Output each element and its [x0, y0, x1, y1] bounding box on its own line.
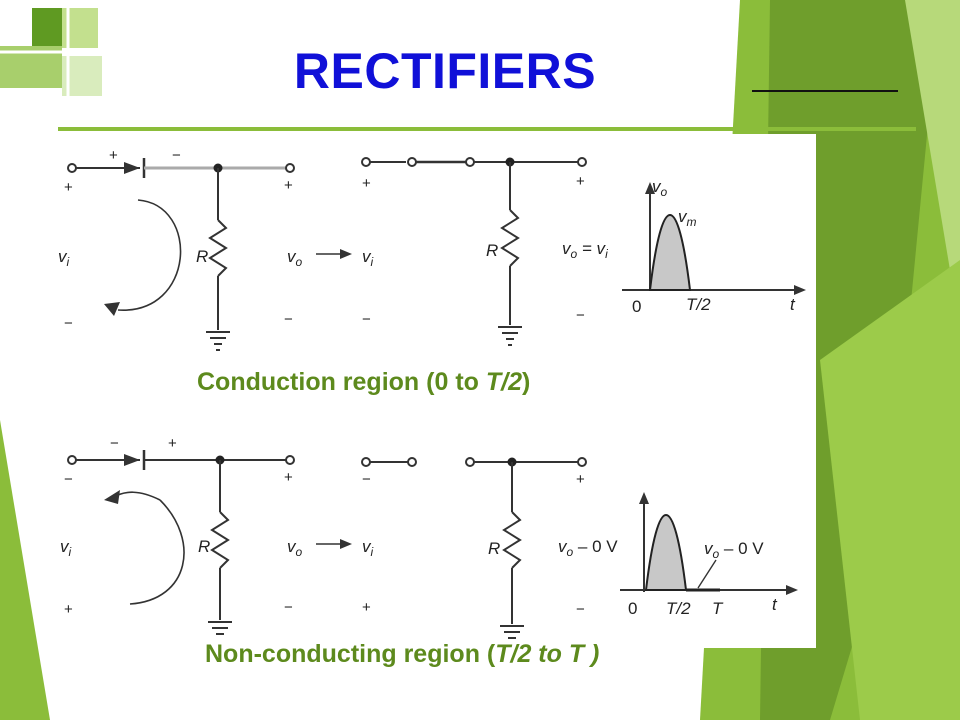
- current-loop-arrow: [117, 199, 182, 311]
- current-loop-arrow-off: [129, 499, 185, 605]
- off-output-plus: +: [284, 469, 293, 486]
- resistor-off: [210, 511, 230, 569]
- off-output-minus: −: [284, 599, 293, 616]
- graph-y-label: vo: [652, 177, 668, 199]
- graph-origin: 0: [632, 297, 641, 316]
- vo-equals-vi: vo = vi: [562, 239, 608, 261]
- eq-input-minus: −: [362, 311, 371, 328]
- diode-sign-left: +: [109, 147, 118, 164]
- slide-title: RECTIFIERS: [293, 43, 597, 99]
- eq-vi-label: vi: [362, 247, 374, 269]
- off-eq-resistor-label: R: [488, 539, 500, 558]
- conduction-labels: + − + − vi R + vo − + vi − R + vo = vi −…: [58, 147, 796, 332]
- eq-input-plus: +: [362, 175, 371, 192]
- eq-output-minus: −: [576, 307, 585, 324]
- off-eq-output-minus: −: [576, 601, 585, 618]
- logo-square-dark: [32, 8, 62, 46]
- input-minus: −: [64, 315, 73, 332]
- half-sine-pulse: [648, 214, 692, 291]
- conduction-caption: Conduction region (0 to T/2): [197, 368, 531, 396]
- output-plus: +: [284, 177, 293, 194]
- diode-sign-right: −: [172, 147, 181, 164]
- nonconducting-diagram: [67, 450, 798, 639]
- off-eq-input-plus: +: [362, 599, 371, 616]
- ground-symbol: [206, 331, 230, 351]
- off-vi-label: vi: [60, 537, 72, 559]
- off-input-plus: +: [64, 601, 73, 618]
- output-terminal-top: [285, 163, 295, 173]
- annot-leader: [697, 559, 717, 589]
- output-minus: −: [284, 311, 293, 328]
- off-diode-sign-right: +: [168, 435, 177, 452]
- graph-half-period: T/2: [686, 295, 711, 314]
- vi-label: vi: [58, 247, 70, 269]
- off-resistor-label: R: [198, 537, 210, 556]
- resistor-equivalent: [500, 209, 520, 267]
- diode-symbol-off: [124, 454, 140, 466]
- resistor-off-equivalent: [502, 511, 522, 569]
- off-eq-output-plus: +: [576, 471, 585, 488]
- resistor-label: R: [196, 247, 208, 266]
- transform-arrow: [340, 249, 352, 259]
- diode-symbol: [124, 162, 140, 174]
- vo-label: vo: [287, 247, 303, 269]
- off-graph-annot: vo – 0 V: [704, 539, 764, 561]
- off-graph-half-period: T/2: [666, 599, 691, 618]
- conduction-diagram: [67, 157, 806, 351]
- off-graph-origin: 0: [628, 599, 637, 618]
- nonconducting-labels: − + − + vi R + vo − − vi + R + vo – 0 V …: [60, 435, 778, 618]
- graph-peak-label: vm: [678, 207, 697, 229]
- off-eq-input-minus: −: [362, 471, 371, 488]
- eq-output-plus: +: [576, 173, 585, 190]
- resistor: [208, 219, 228, 277]
- off-graph-period: T: [712, 599, 724, 618]
- transform-arrow-off: [340, 539, 352, 549]
- off-graph-t-label: t: [772, 595, 778, 614]
- input-terminal-top: [67, 163, 77, 173]
- nonconducting-caption: Non-conducting region (T/2 to T ): [205, 640, 600, 668]
- off-diode-sign-left: −: [110, 435, 119, 452]
- off-vo-label: vo: [287, 537, 303, 559]
- eq-resistor-label: R: [486, 241, 498, 260]
- off-input-minus: −: [64, 471, 73, 488]
- bg-shape-left-bottom: [0, 420, 50, 720]
- off-eq-vi-label: vi: [362, 537, 374, 559]
- graph-t-label: t: [790, 295, 796, 314]
- bg-shape-right-light: [905, 0, 960, 330]
- bg-shape-right-low: [820, 260, 960, 720]
- off-vo-zero: vo – 0 V: [558, 537, 618, 559]
- half-sine-pulse-off: [644, 514, 688, 591]
- input-plus: +: [64, 179, 73, 196]
